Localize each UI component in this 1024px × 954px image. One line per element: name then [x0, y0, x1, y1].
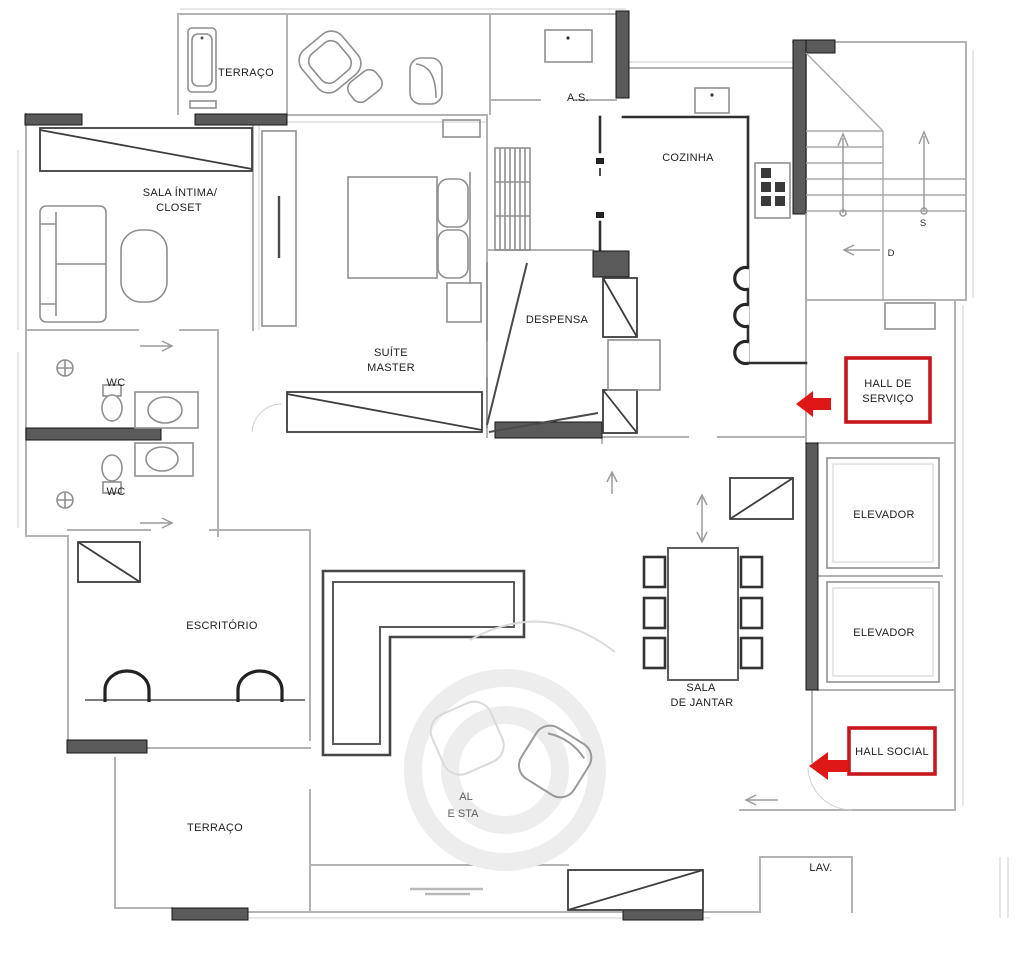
label-sala-estar-fragment-2: E STA — [448, 808, 480, 820]
label-suite-1: SUÍTE — [374, 346, 408, 359]
label-sala-estar-fragment-1: AL — [459, 791, 472, 803]
label-hall-social: HALL SOCIAL — [855, 746, 929, 758]
hall-servico-box — [844, 356, 932, 424]
label-lav: LAV. — [809, 862, 832, 874]
hall-social-box — [847, 726, 937, 776]
hall-markers — [796, 356, 937, 780]
bathroom-fixtures — [56, 27, 936, 509]
walls-light — [17, 8, 1009, 919]
furniture-suite — [39, 30, 482, 327]
label-sala-intima-2: CLOSET — [156, 202, 202, 214]
label-escritorio: ESCRITÓRIO — [186, 619, 258, 632]
label-sala-intima-1: SALA ÍNTIMA/ — [143, 186, 218, 199]
label-terraco-top: TERRAÇO — [218, 67, 274, 79]
watermark-ghost — [404, 620, 616, 896]
label-elevador-1: ELEVADOR — [853, 509, 915, 521]
label-stair-down: D — [888, 248, 895, 259]
structural-walls — [24, 10, 836, 921]
hall-social-arrow-icon — [809, 752, 848, 780]
label-stair-up: S — [920, 218, 926, 229]
label-wc-top: WC — [107, 377, 126, 389]
room-labels: TERRAÇO A.S. COZINHA SALA ÍNTIMA/ CLOSET… — [107, 67, 929, 874]
label-despensa: DESPENSA — [526, 314, 589, 326]
label-sala-jantar-1: SALA — [686, 682, 716, 694]
label-hall-servico-1: HALL DE — [864, 378, 912, 390]
wardrobe-cabinets — [39, 127, 794, 911]
label-as: A.S. — [567, 92, 589, 104]
label-cozinha: COZINHA — [662, 152, 714, 164]
label-hall-servico-2: SERVIÇO — [862, 393, 914, 405]
label-suite-2: MASTER — [367, 362, 415, 374]
stairs — [805, 52, 966, 300]
hall-servico-arrow-icon — [796, 391, 831, 417]
label-terraco-bottom: TERRAÇO — [187, 822, 243, 834]
drying-rack — [494, 147, 531, 251]
door-arrows — [140, 340, 778, 806]
furniture-office-dining-living — [85, 457, 940, 757]
label-wc-bottom: WC — [107, 486, 126, 498]
label-sala-jantar-2: DE JANTAR — [670, 697, 733, 709]
kitchen-fixtures — [494, 29, 791, 366]
label-elevador-2: ELEVADOR — [853, 627, 915, 639]
